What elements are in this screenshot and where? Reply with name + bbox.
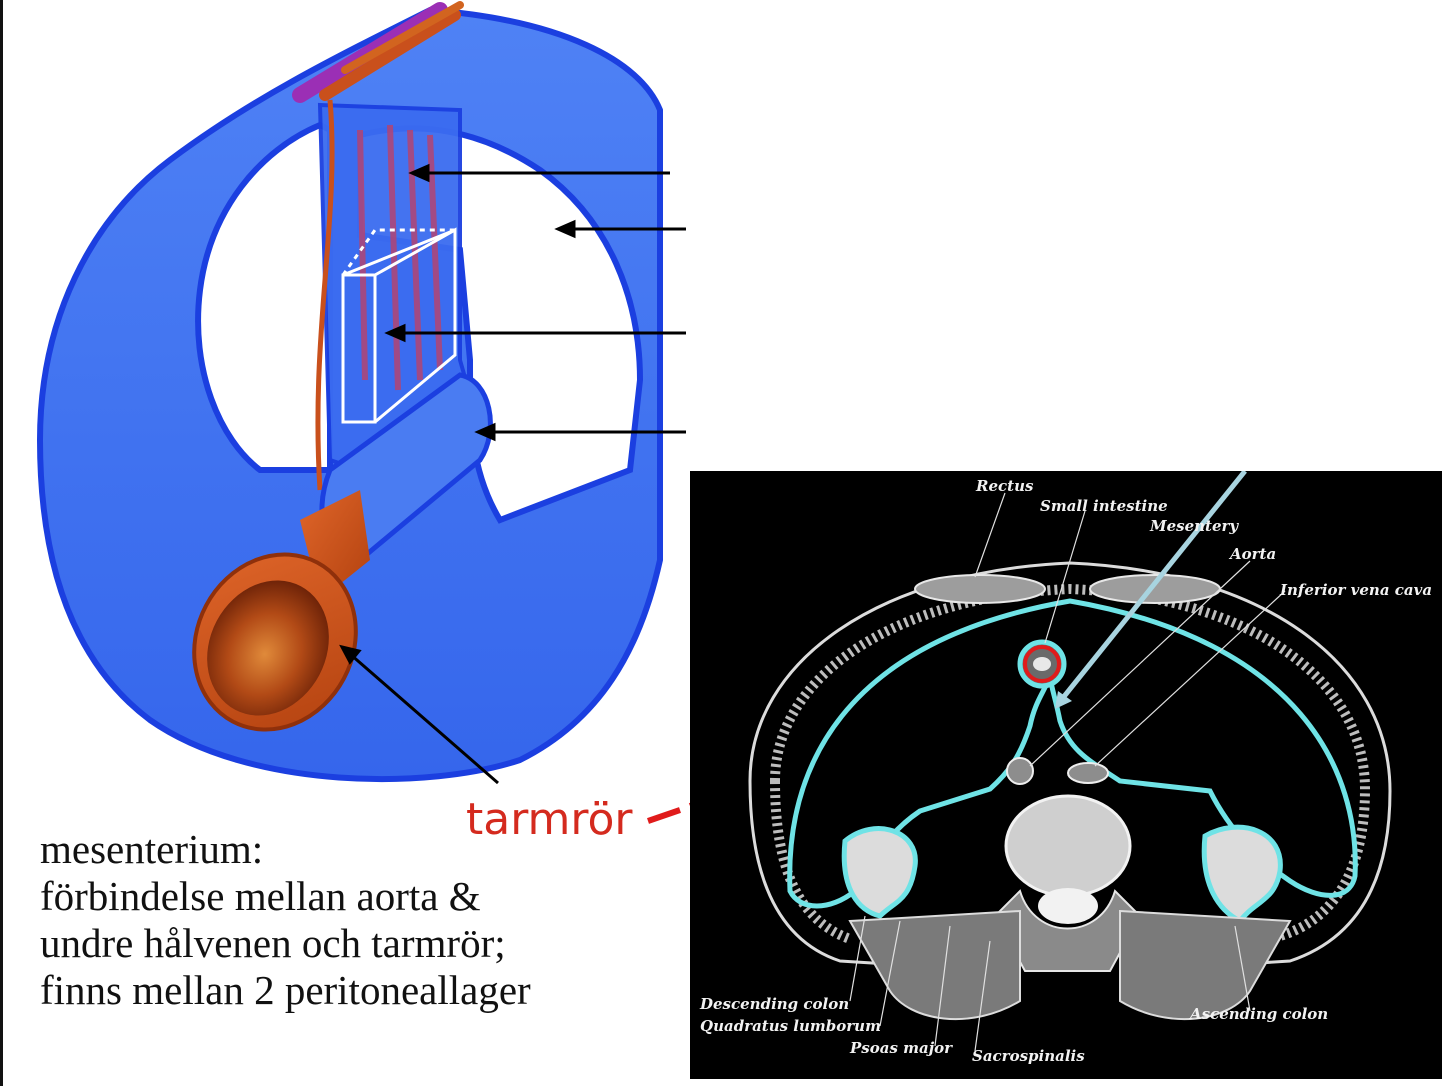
mesentery-pointer bbox=[1060, 471, 1247, 701]
membrane-window-left bbox=[195, 121, 333, 473]
tarmror-label: tarmrör bbox=[466, 794, 633, 845]
label-sacrospinalis: Sacrospinalis bbox=[972, 1047, 1085, 1065]
label-leader-lines bbox=[849, 492, 1286, 1052]
label-inferior-vena-cava: Inferior vena cava bbox=[1280, 581, 1433, 599]
label-psoas-major: Psoas major bbox=[850, 1039, 953, 1057]
rectus-muscle bbox=[914, 574, 1046, 604]
descending-colon bbox=[841, 826, 918, 919]
label-quadratus-lumborum: Quadratus lumborum bbox=[700, 1017, 881, 1035]
back-muscles bbox=[848, 909, 1021, 1021]
label-small-intestine: Small intestine bbox=[1040, 497, 1168, 515]
ascending-colon bbox=[1201, 824, 1283, 925]
section-box-outline bbox=[341, 227, 457, 424]
abdomen-cross-section: Rectus Small intestine Mesentery Aorta I… bbox=[690, 471, 1442, 1079]
label-mesentery: Mesentery bbox=[1150, 517, 1239, 535]
aorta bbox=[1006, 757, 1034, 785]
caption-text: mesenterium: förbindelse mellan aorta & … bbox=[40, 826, 531, 1014]
label-ascending-colon: Ascending colon bbox=[1190, 1005, 1329, 1023]
caption-line: undre hålvenen och tarmrör; bbox=[40, 920, 506, 966]
peritoneal-line bbox=[787, 598, 1358, 909]
pointer-arrows bbox=[339, 163, 686, 785]
cross-section-drawing bbox=[748, 471, 1392, 1052]
label-aorta: Aorta bbox=[1230, 545, 1277, 563]
caption-line: mesenterium: bbox=[40, 826, 264, 872]
left-border-rule bbox=[0, 0, 3, 1086]
caption-line: förbindelse mellan aorta & bbox=[40, 873, 481, 919]
inferior-vena-cava bbox=[1067, 762, 1109, 784]
label-rectus: Rectus bbox=[976, 477, 1034, 495]
vessel-branch bbox=[315, 99, 335, 491]
vertebra-body bbox=[1004, 794, 1132, 898]
body-wall-outer bbox=[748, 561, 1392, 973]
label-descending-colon: Descending colon bbox=[700, 995, 850, 1013]
caption-line: finns mellan 2 peritoneallager bbox=[40, 967, 531, 1013]
